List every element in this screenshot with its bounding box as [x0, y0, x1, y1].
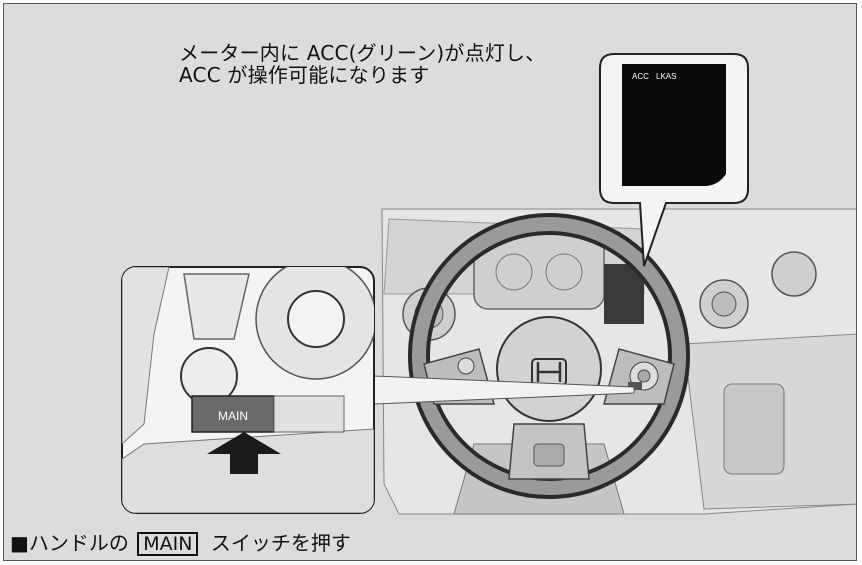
meter-display	[622, 64, 726, 186]
press-arrow-icon	[207, 432, 281, 474]
callout-text: メーター内に ACC(グリーン)が点灯し、 ACC が操作可能になります	[179, 42, 545, 86]
callout-line-2: ACC が操作可能になります	[179, 63, 430, 87]
lkas-indicator: LKAS	[656, 72, 676, 81]
instruction-figure: MAIN ACC LKAS メーター内に ACC(グリーン)が点灯し、 ACC …	[3, 3, 857, 561]
steering-wheel-illustration: MAIN ACC LKAS	[121, 53, 856, 515]
acc-indicator: ACC	[632, 72, 649, 81]
caption-suffix: スイッチを押す	[210, 531, 351, 555]
callout-line-1: メーター内に ACC(グリーン)が点灯し、	[179, 41, 546, 65]
caption-prefix: ■ハンドルの	[10, 531, 129, 555]
meter-callout: ACC LKAS	[599, 53, 749, 267]
instruction-caption: ■ハンドルの MAIN スイッチを押す	[10, 531, 351, 556]
main-switch-inset: MAIN	[121, 266, 375, 514]
main-key-label: MAIN	[137, 532, 199, 556]
main-switch-label: MAIN	[218, 409, 248, 423]
